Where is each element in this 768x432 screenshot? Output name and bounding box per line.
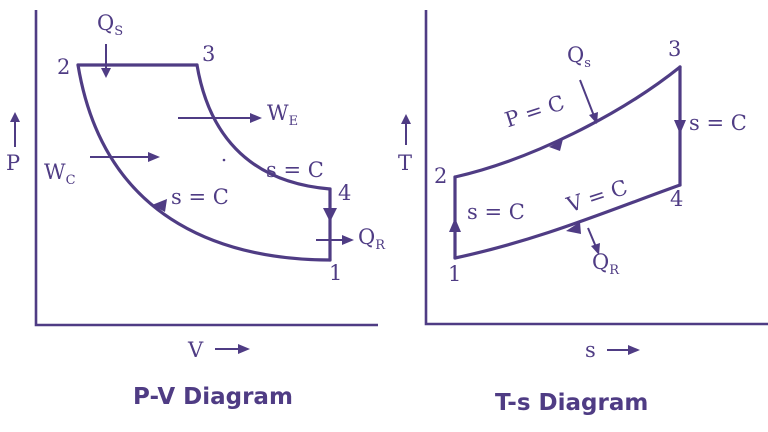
- ts-heat-rejection-curve: [453, 183, 682, 260]
- ts-arrow-3-4: [674, 120, 686, 134]
- ts-heat-supplied-label: Qs: [567, 43, 591, 71]
- ts-heat-rejected-arrow: [587, 227, 597, 248]
- ts-point-3-label: 3: [668, 37, 681, 61]
- ts-axis-y-label: T: [398, 151, 412, 175]
- pv-diagram: QS 2 3 4 1 WE WC s = C s = C QR P V P-V …: [6, 10, 386, 410]
- pv-compression-curve: [76, 63, 332, 262]
- ts-point-1-label: 1: [448, 262, 461, 286]
- pv-point-4-label: 4: [338, 181, 351, 205]
- ts-heat-supplied-arrow: [579, 79, 595, 117]
- pv-expansion-isentropic-label: s = C: [266, 158, 324, 182]
- ts-heat-addition-curve: [453, 65, 682, 179]
- pv-arrow-1-2: [152, 199, 167, 212]
- ts-axis-x-label: s: [585, 338, 596, 362]
- ts-point-4-label: 4: [670, 187, 683, 211]
- ts-point-2-label: 2: [434, 164, 447, 188]
- ts-compression-isentropic-label: s = C: [467, 200, 525, 224]
- ts-axes: [424, 10, 768, 326]
- pv-dot: [222, 158, 226, 162]
- pv-heat-supplied-label: QS: [97, 11, 123, 39]
- ts-diagram: Qs P = C 3 s = C 2 4 V = C s = C 1 QR T …: [398, 10, 768, 416]
- pv-expansion-curve: [195, 63, 332, 191]
- ts-arrow-4-1: [566, 222, 581, 234]
- ts-arrow-1-2: [449, 218, 461, 232]
- pv-axis-x-label: V: [187, 338, 204, 362]
- pv-axes: [34, 10, 378, 327]
- ts-arrow-2-3: [549, 139, 563, 151]
- ts-constant-volume-label: V = C: [563, 175, 631, 217]
- pv-expansion-work-label: WE: [267, 101, 298, 129]
- ts-heat-rejected-label: QR: [592, 250, 620, 278]
- pv-heat-rejected-label: QR: [358, 225, 386, 253]
- pv-arrow-4-1: [323, 208, 337, 222]
- pv-point-3-label: 3: [202, 42, 215, 66]
- pv-compression-isentropic-label: s = C: [171, 185, 229, 209]
- pv-point-1-label: 1: [329, 261, 342, 285]
- ts-caption: T-s Diagram: [495, 390, 648, 416]
- ts-expansion-isentropic-label: s = C: [689, 111, 747, 135]
- pv-axis-y-label: P: [6, 151, 20, 175]
- pv-point-2-label: 2: [57, 55, 70, 79]
- ts-constant-pressure-label: P = C: [502, 91, 568, 133]
- pv-caption: P-V Diagram: [133, 384, 293, 410]
- pv-compression-work-label: WC: [44, 160, 76, 188]
